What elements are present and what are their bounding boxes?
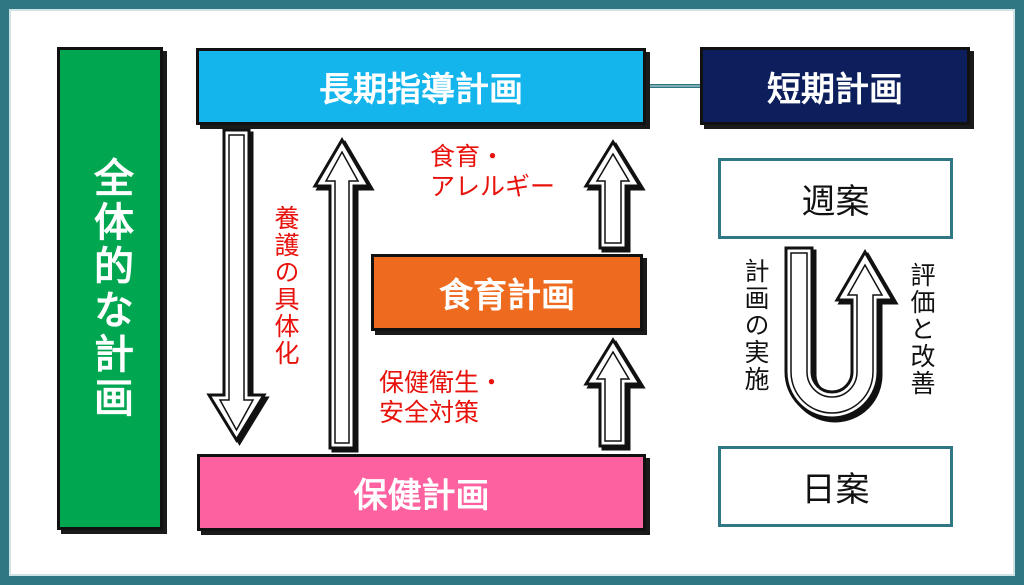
- daily-plan-box: 日案: [718, 446, 953, 527]
- up-arrow-food: [583, 139, 646, 253]
- food-education-plan-box: 食育計画: [371, 254, 643, 331]
- food-allergy-label: 食育・ アレルギー: [430, 142, 555, 202]
- short-term-plan-label: 短期計画: [767, 69, 903, 110]
- down-arrow: [206, 128, 270, 446]
- overall-plan-label: 全体的な計画: [87, 156, 133, 421]
- long-term-plan-label: 長期指導計画: [319, 70, 523, 110]
- health-plan-box: 保健計画: [197, 454, 646, 531]
- health-safety-label: 保健衛生・ 安全対策: [379, 368, 504, 428]
- food-allergy-line1: 食育・: [430, 142, 506, 171]
- long-term-plan-box: 長期指導計画: [196, 48, 646, 125]
- evaluation-label: 評価と改善: [907, 262, 936, 397]
- health-safety-line2: 安全対策: [379, 398, 480, 427]
- overall-plan-box: 全体的な計画: [57, 47, 163, 530]
- nursing-label: 養護の具体化: [271, 205, 300, 367]
- implementation-label: 計画の実施: [741, 258, 770, 393]
- weekly-plan-box: 週案: [718, 158, 953, 239]
- up-arrow-left: [312, 137, 375, 453]
- short-term-plan-box: 短期計画: [700, 47, 970, 125]
- diagram-inner-border: [9, 9, 1015, 576]
- up-arrow-health: [583, 337, 646, 451]
- food-education-plan-label: 食育計画: [439, 276, 575, 316]
- weekly-plan-label: 週案: [801, 182, 870, 222]
- daily-plan-label: 日案: [801, 470, 870, 510]
- food-allergy-line2: アレルギー: [430, 172, 556, 201]
- u-turn-arrow: [784, 246, 899, 423]
- health-safety-line1: 保健衛生・: [379, 368, 505, 397]
- health-plan-label: 保健計画: [353, 476, 490, 516]
